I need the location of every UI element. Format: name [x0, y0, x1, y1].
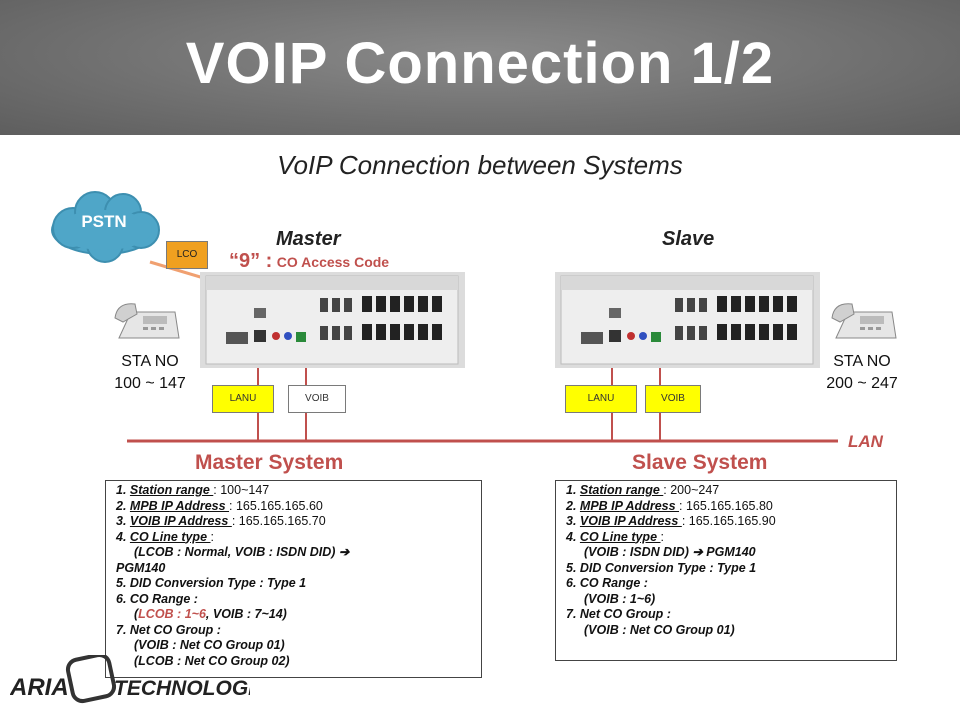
master-line-4: 4. CO Line type :: [116, 529, 214, 544]
slave-line-1: 1. Station range : 200~247: [566, 483, 720, 497]
lan-label: LAN: [848, 432, 883, 451]
master-lanu-tag: LANU: [212, 385, 274, 413]
master-line-1: 1. Station range : 100~147: [116, 483, 270, 497]
slave-label: Slave: [662, 228, 715, 250]
page-title: VOIP Connection 1/2: [185, 31, 775, 96]
master-line-2: 2. MPB IP Address : 165.165.165.60: [116, 498, 323, 513]
slave-line-4b: (VOIB : ISDN DID) ➔ PGM140: [584, 545, 756, 559]
pstn-cloud-icon: [51, 191, 160, 263]
master-sta-line1: STA NO: [121, 353, 179, 370]
logo-right-text: TECHNOLOGIES: [114, 677, 250, 700]
master-line-7b: (VOIB : Net CO Group 01): [134, 638, 285, 652]
logo-left-text: ARIA: [10, 674, 69, 701]
master-line-4b: (LCOB : Normal, VOIB : ISDN DID) ➔: [134, 545, 350, 559]
slave-config-box: 1. Station range : 200~247 2. MPB IP Add…: [555, 480, 897, 661]
slave-line-6: 6. CO Range :: [566, 576, 648, 590]
master-line-4c: PGM140: [116, 560, 166, 575]
slave-voib-tag: VOIB: [645, 385, 701, 413]
master-line-3: 3. VOIB IP Address : 165.165.165.70: [116, 514, 326, 528]
page-subtitle: VoIP Connection between Systems: [277, 150, 683, 180]
master-sta-line2: 100 ~ 147: [114, 375, 186, 392]
master-line-7c: (LCOB : Net CO Group 02): [134, 653, 290, 668]
aria-technologies-logo: ARIA TECHNOLOGIES: [10, 655, 250, 704]
pstn-label: PSTN: [81, 212, 127, 231]
master-line-7: 7. Net CO Group :: [116, 622, 221, 637]
slave-system-unit: [555, 272, 820, 368]
master-label: Master: [276, 228, 341, 250]
master-line-5: 5. DID Conversion Type : Type 1: [116, 576, 307, 590]
master-system-unit: [200, 272, 465, 368]
master-sta-label: STA NO 100 ~ 147: [100, 351, 200, 395]
slave-line-3: 3. VOIB IP Address : 165.165.165.90: [566, 514, 776, 528]
slave-sta-line2: 200 ~ 247: [826, 375, 898, 392]
master-line-6: 6. CO Range :: [116, 591, 198, 606]
master-system-header: Master System: [195, 451, 344, 474]
access-code-text: CO Access Code: [276, 254, 390, 270]
access-code-quote: “9” :: [229, 250, 273, 272]
slave-system-header: Slave System: [632, 451, 768, 474]
master-config-box: 1. Station range : 100~147 2. MPB IP Add…: [105, 480, 482, 678]
access-code-label: “9” : CO Access Code: [229, 250, 389, 273]
slave-sta-line1: STA NO: [833, 353, 891, 370]
slave-line-6b: (VOIB : 1~6): [584, 591, 656, 606]
slave-line-7b: (VOIB : Net CO Group 01): [584, 622, 735, 637]
slave-lanu-tag: LANU: [565, 385, 637, 413]
slave-sta-label: STA NO 200 ~ 247: [812, 351, 912, 395]
slave-line-5: 5. DID Conversion Type : Type 1: [566, 560, 757, 575]
slave-line-4: 4. CO Line type :: [566, 529, 664, 544]
master-line-6b: (LCOB : 1~6, VOIB : 7~14): [134, 607, 287, 621]
slave-phone-icon: [831, 303, 897, 339]
master-voib-tag: VOIB: [288, 385, 346, 413]
slave-line-7: 7. Net CO Group :: [566, 607, 671, 621]
title-bar: [0, 0, 960, 135]
lco-tag: LCO: [166, 241, 208, 269]
master-phone-icon: [114, 303, 180, 339]
slave-line-2: 2. MPB IP Address : 165.165.165.80: [566, 498, 773, 513]
